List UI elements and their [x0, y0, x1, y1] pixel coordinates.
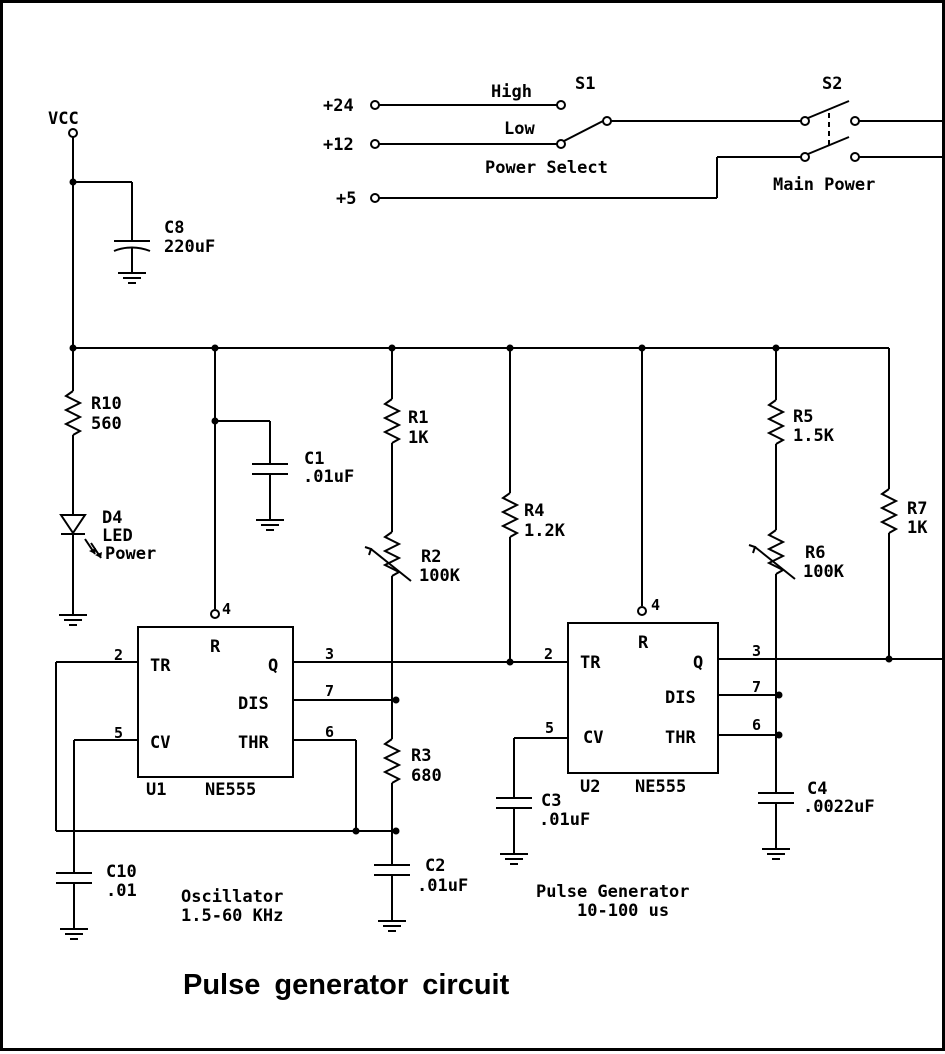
- r4-ref: R4: [524, 501, 544, 521]
- u2-pin-6: 6: [752, 716, 761, 734]
- u2-pin-5: 5: [545, 719, 554, 737]
- u2-ref: U2: [580, 777, 600, 797]
- c8-value: 220uF: [164, 237, 215, 257]
- r5-ref: R5: [793, 407, 813, 427]
- u1-pin-cv-label: CV: [150, 733, 170, 753]
- v5-label: +5: [336, 189, 356, 209]
- v12-label: +12: [323, 135, 354, 155]
- r7-value: 1K: [907, 518, 928, 538]
- u2-pin-2: 2: [544, 645, 553, 663]
- vcc-label: VCC: [48, 109, 79, 129]
- power-select-label: Power Select: [485, 158, 608, 178]
- u1-pin-5: 5: [114, 724, 123, 742]
- c3-value: .01uF: [539, 810, 590, 830]
- u1-pin-3: 3: [325, 645, 334, 663]
- d4-ref: D4: [102, 508, 122, 528]
- r6-ref: R6: [805, 543, 825, 563]
- v24-label: +24: [323, 96, 354, 116]
- u2-pin-tr-label: TR: [580, 653, 601, 673]
- u1-pin-2: 2: [114, 646, 123, 664]
- u1-pin-7: 7: [325, 682, 334, 700]
- oscillator-range: 1.5-60 KHz: [181, 906, 283, 926]
- r2-ref: R2: [421, 547, 441, 567]
- r2-value: 100K: [419, 566, 461, 586]
- u1-pin-4: 4: [222, 600, 231, 618]
- u2-pin-4: 4: [651, 596, 660, 614]
- u2-pin-q-label: Q: [693, 653, 703, 673]
- r5-value: 1.5K: [793, 426, 835, 446]
- u1-pin-r-label: R: [210, 637, 221, 657]
- high-label: High: [491, 82, 532, 102]
- c10-value: .01: [106, 881, 137, 901]
- r3-value: 680: [411, 766, 442, 786]
- u2-part: NE555: [635, 777, 686, 797]
- c8-ref: C8: [164, 218, 184, 238]
- c2-ref: C2: [425, 856, 445, 876]
- u1-pin-thr-label: THR: [238, 733, 269, 753]
- diagram-caption: Pulse generator circuit: [183, 969, 510, 1001]
- d4-value: LED: [102, 526, 133, 546]
- schematic-diagram: VCC +24 +12 +5 High Low S1 S2 Power Sele…: [48, 74, 945, 940]
- u1-pin-q-label: Q: [268, 656, 278, 676]
- s1-label: S1: [575, 74, 595, 94]
- u1-ref: U1: [146, 780, 166, 800]
- u2-pin-thr-label: THR: [665, 728, 696, 748]
- u2-pin-3: 3: [752, 642, 761, 660]
- s2-label: S2: [822, 74, 842, 94]
- u1-pin-dis-label: DIS: [238, 694, 269, 714]
- u2-pin-r-label: R: [638, 633, 649, 653]
- u1-pin-6: 6: [325, 723, 334, 741]
- u1-part: NE555: [205, 780, 256, 800]
- r4-value: 1.2K: [524, 521, 566, 541]
- d4-note: Power: [105, 544, 156, 564]
- u1-pin-tr-label: TR: [150, 656, 171, 676]
- c3-ref: C3: [541, 791, 561, 811]
- u2-pin-dis-label: DIS: [665, 688, 696, 708]
- r1-ref: R1: [408, 408, 428, 428]
- c1-ref: C1: [304, 449, 324, 469]
- c4-ref: C4: [807, 779, 827, 799]
- r3-ref: R3: [411, 746, 431, 766]
- u2-pin-cv-label: CV: [583, 728, 603, 748]
- r1-value: 1K: [408, 428, 429, 448]
- r10-value: 560: [91, 414, 122, 434]
- c2-value: .01uF: [417, 876, 468, 896]
- c10-ref: C10: [106, 862, 137, 882]
- u2-pin-7: 7: [752, 678, 761, 696]
- r10-ref: R10: [91, 394, 122, 414]
- r6-value: 100K: [803, 562, 845, 582]
- pulse-generator-range: 10-100 us: [577, 901, 669, 921]
- low-label: Low: [504, 119, 535, 139]
- pulse-generator-label: Pulse Generator: [536, 882, 690, 902]
- oscillator-label: Oscillator: [181, 887, 283, 907]
- c1-value: .01uF: [303, 467, 354, 487]
- c4-value: .0022uF: [803, 797, 875, 817]
- r7-ref: R7: [907, 499, 927, 519]
- main-power-label: Main Power: [773, 175, 875, 195]
